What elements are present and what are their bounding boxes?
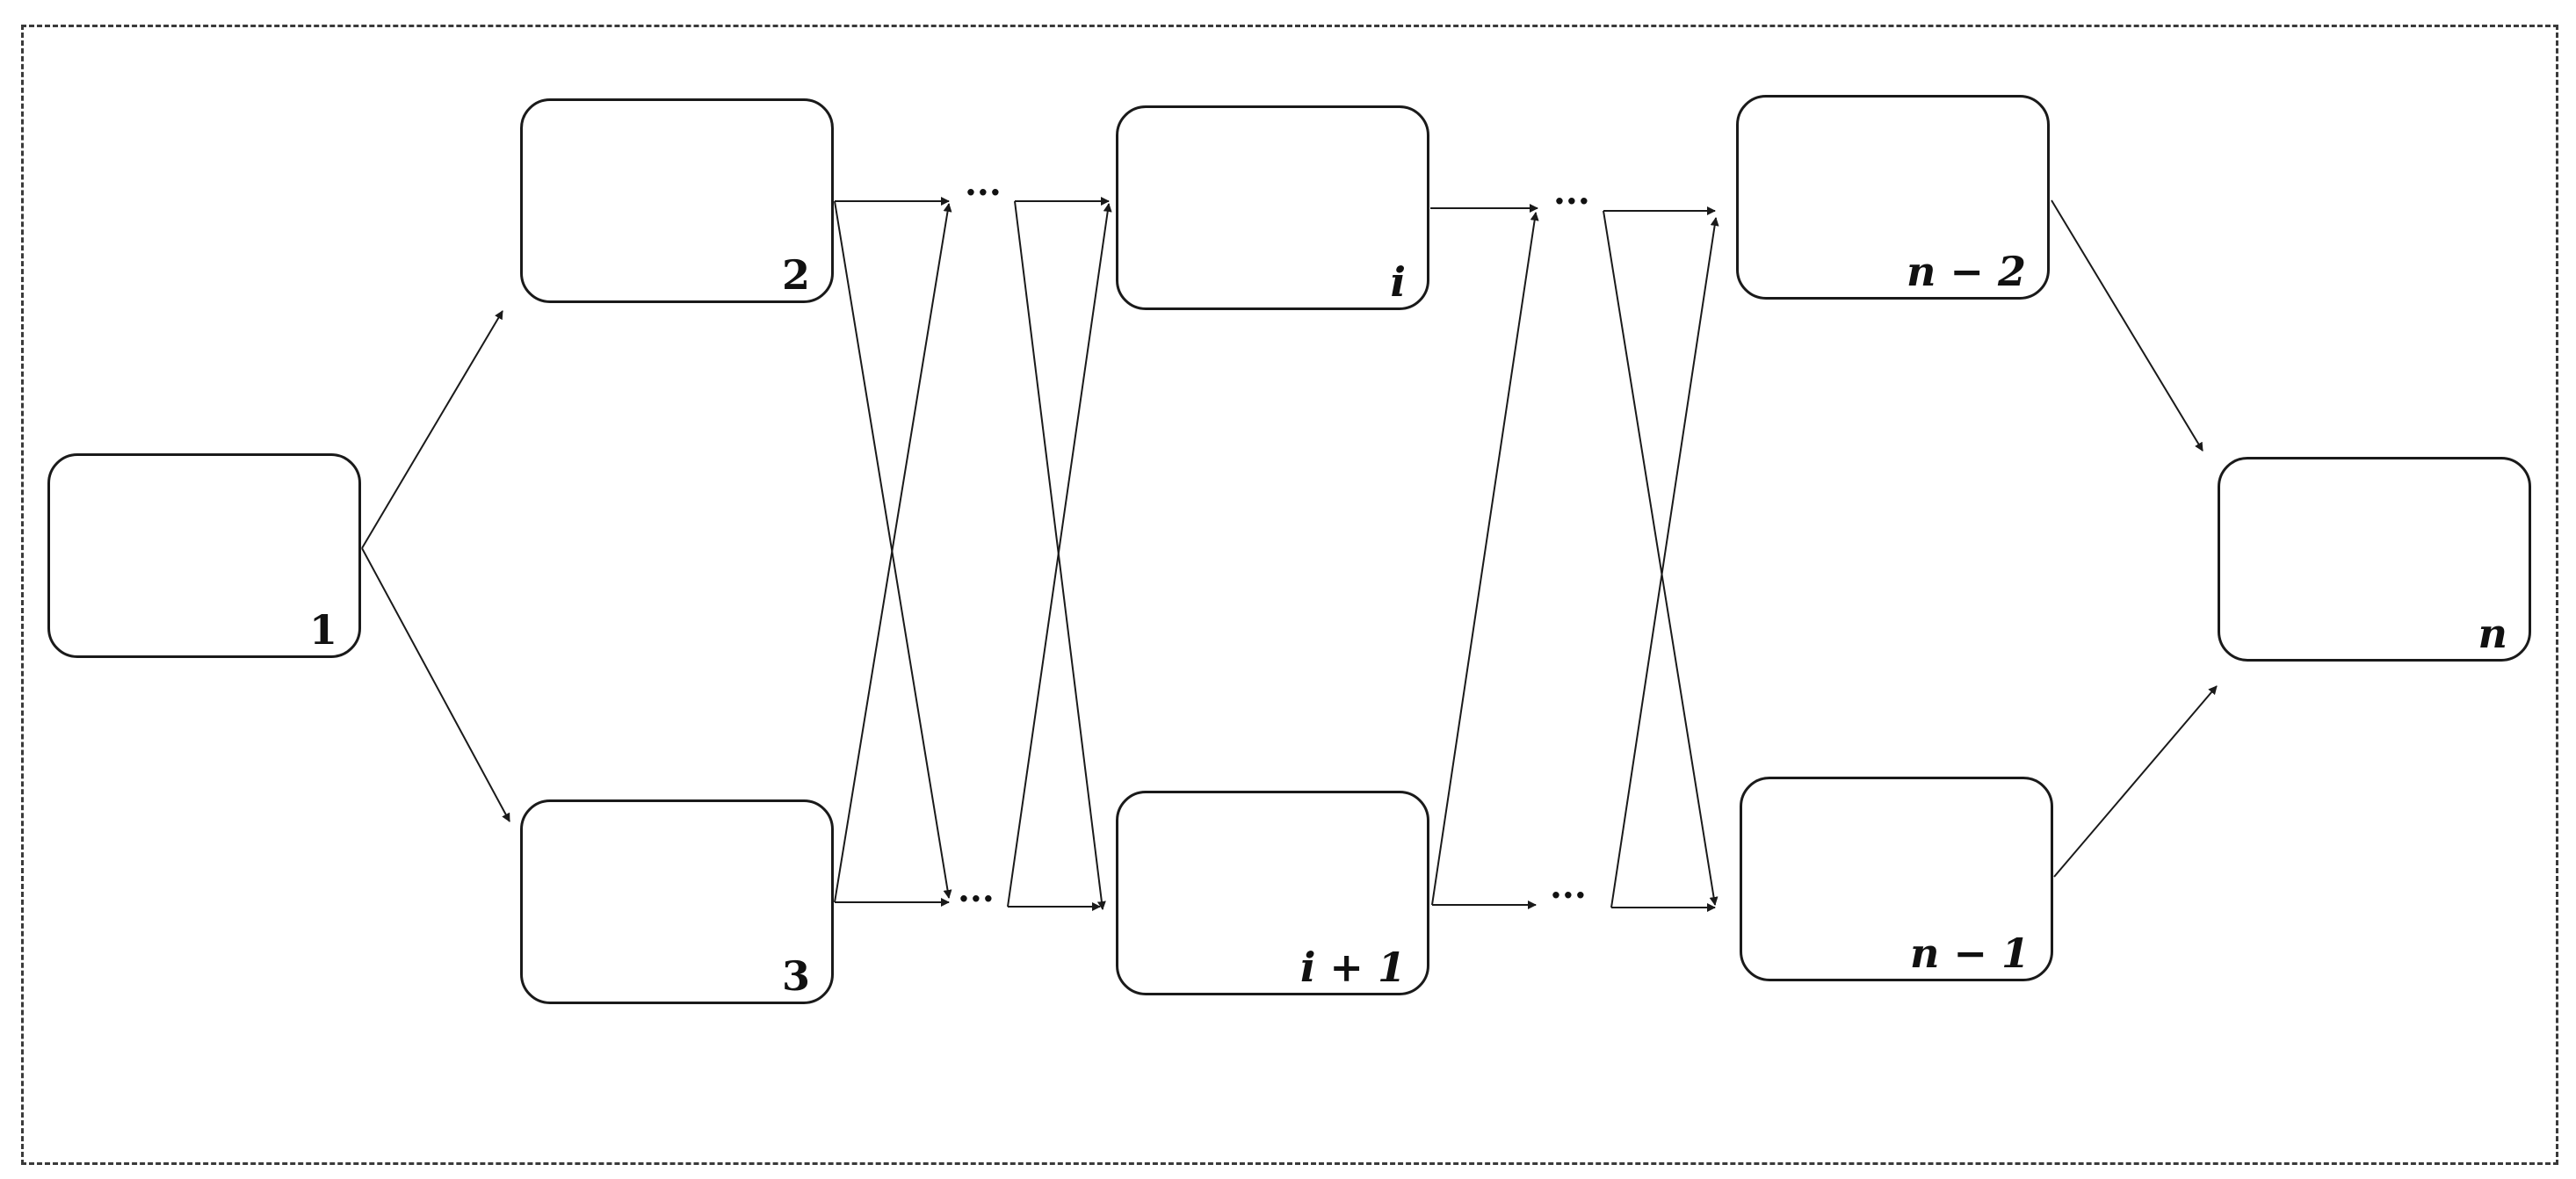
node-i-plus-1: i + 1 <box>1116 791 1429 995</box>
node-n-minus-2: n − 2 <box>1736 95 2050 300</box>
node-3: 3 <box>520 799 834 1004</box>
node-n-minus-2-label: n − 2 <box>1906 248 2026 295</box>
ellipsis-2-bottom: ··· <box>1550 875 1587 916</box>
node-n-minus-1: n − 1 <box>1740 777 2053 981</box>
ellipsis-1-top: ··· <box>965 172 1002 213</box>
ellipsis-1-bottom: ··· <box>958 879 995 920</box>
edge-1-to-2 <box>361 310 503 549</box>
node-n-minus-1-label: n − 1 <box>1909 929 2030 977</box>
edge-n2-to-n <box>2051 199 2203 452</box>
node-2: 2 <box>520 98 834 303</box>
node-3-label: 3 <box>781 952 810 1000</box>
node-2-label: 2 <box>781 251 810 299</box>
edge-3-to-dots-top <box>834 203 952 903</box>
node-i: i <box>1116 105 1429 310</box>
node-i-label: i <box>1390 258 1406 306</box>
edge-i1-to-dots-top <box>1431 212 1539 906</box>
edge-n1-to-n <box>2053 685 2218 878</box>
node-1: 1 <box>47 453 361 658</box>
dashed-frame <box>21 25 2558 1165</box>
node-i-plus-1-label: i + 1 <box>1299 944 1406 991</box>
edge-dots-bottom-to-i <box>1007 203 1112 908</box>
ellipsis-2-top: ··· <box>1553 181 1590 222</box>
node-n: n <box>2218 457 2531 662</box>
edge-1-to-3 <box>361 547 510 822</box>
node-n-label: n <box>2478 610 2507 657</box>
node-1-label: 1 <box>308 606 337 654</box>
edge-dots-top-to-n1 <box>1603 210 1719 906</box>
edge-dots-bottom-to-n2 <box>1610 217 1719 908</box>
